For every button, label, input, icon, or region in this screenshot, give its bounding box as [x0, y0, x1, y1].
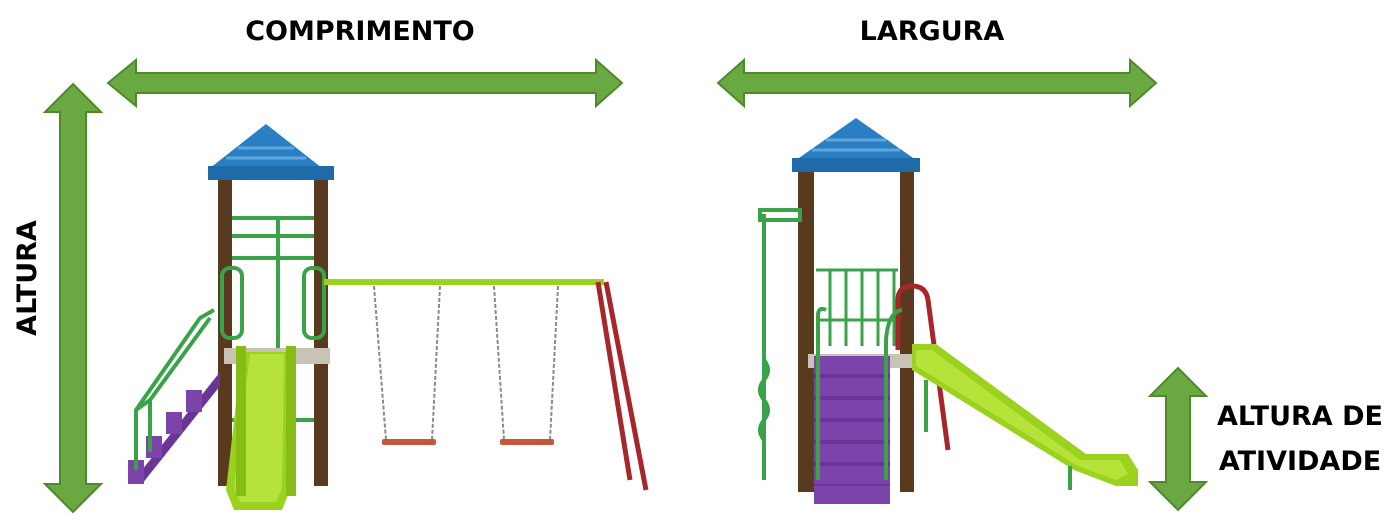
side-railing: [816, 268, 898, 346]
side-post-left: [798, 166, 814, 492]
side-handle: [895, 283, 951, 451]
length-label: COMPRIMENTO: [245, 16, 475, 47]
side-slide: [912, 344, 1138, 490]
width-arrow: [716, 57, 1158, 109]
activity-height-arrow: [1147, 366, 1209, 512]
side-stair-handrails: [816, 306, 903, 480]
side-post-right: [900, 166, 914, 492]
swing-seat-left: [382, 439, 436, 445]
tower-post-left: [218, 172, 232, 486]
activity-height-label-line2: ATIVIDADE: [1219, 446, 1381, 477]
side-climbing-frame: [758, 208, 802, 480]
swing-set: [324, 279, 649, 491]
width-label: LARGURA: [860, 16, 1005, 47]
roof: [210, 124, 322, 168]
side-stairs: [814, 356, 890, 504]
swing-seat-right: [500, 439, 554, 445]
height-arrow: [42, 82, 104, 514]
tower-post-right: [314, 172, 328, 486]
height-label: ALTURA: [12, 220, 43, 336]
slide: [226, 346, 296, 510]
stairs: [128, 372, 220, 484]
stair-handrails: [134, 308, 215, 470]
playground-front-view: [128, 124, 649, 510]
playground-side-view: [758, 118, 1138, 504]
length-arrow: [106, 57, 624, 109]
activity-height-label-line1: ALTURA DE: [1217, 401, 1383, 432]
